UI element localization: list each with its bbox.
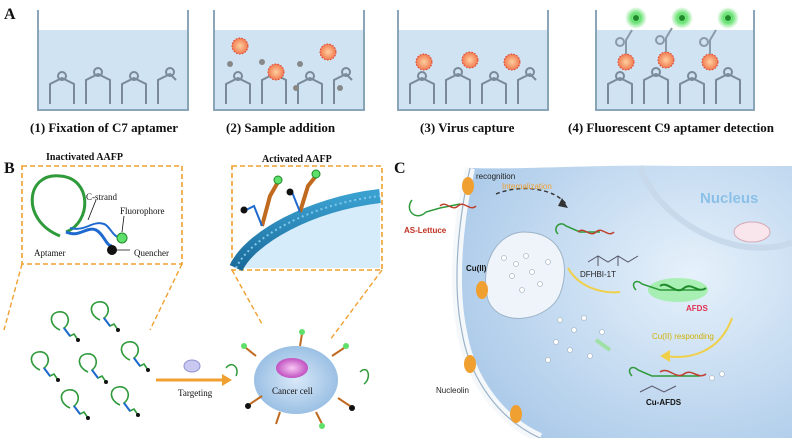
label-cu-afds: Cu-AFDS: [646, 398, 682, 407]
panel-a-letter: A: [4, 6, 16, 23]
well-4: [595, 7, 755, 111]
label-fluorophore: Fluorophore: [120, 206, 165, 216]
label-quencher: Quencher: [134, 248, 169, 258]
label-cancer-cell: Cancer cell: [272, 386, 313, 396]
label-cu-responding: Cu(II) responding: [652, 332, 714, 341]
panel-a-wells: [37, 7, 755, 111]
label-targeting: Targeting: [178, 388, 213, 398]
step-2-caption: (2) Sample addition: [226, 120, 336, 135]
step-1-caption: (1) Fixation of C7 aptamer: [30, 120, 179, 135]
panel-b-graphics: [3, 165, 383, 429]
label-aptamer: Aptamer: [34, 248, 66, 258]
panel-c-letter: C: [394, 160, 406, 177]
well-1: [37, 10, 189, 111]
activated-title: Activated AAFP: [262, 154, 332, 165]
well-2: [213, 10, 365, 111]
label-dfhbi: DFHBI-1T: [580, 270, 616, 279]
label-as-lettuce: AS-Lettuce: [404, 226, 447, 235]
label-cu: Cu(II): [466, 264, 487, 273]
panel-c-graphics: [408, 165, 792, 438]
well-3: [397, 10, 549, 111]
inactivated-title: Inactivated AAFP: [46, 152, 123, 163]
label-afds: AFDS: [686, 304, 708, 313]
step-4-caption: (4) Fluorescent C9 aptamer detection: [568, 120, 775, 135]
panel-b-letter: B: [4, 160, 15, 177]
label-c-strand: C-strand: [86, 192, 117, 202]
label-internalization: Internalization: [502, 182, 552, 191]
step-3-caption: (3) Virus capture: [420, 120, 515, 135]
label-nucleus: Nucleus: [700, 190, 759, 207]
label-recognition: recognition: [476, 172, 516, 181]
label-nucleolin: Nucleolin: [436, 386, 469, 395]
free-probes: [30, 300, 151, 421]
